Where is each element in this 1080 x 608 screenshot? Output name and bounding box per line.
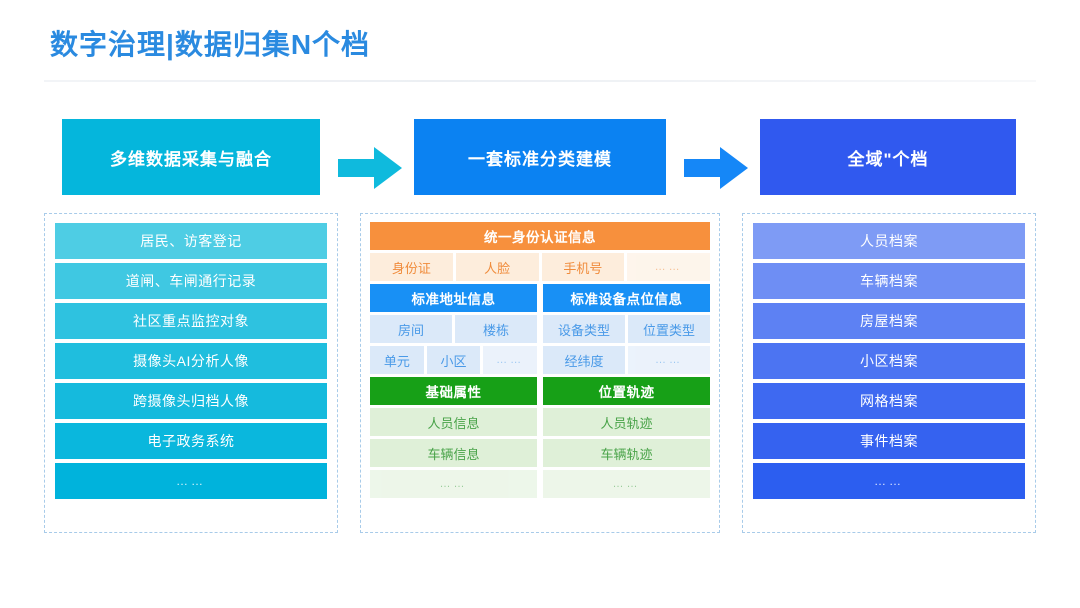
flow-header-label-1: 多维数据采集与融合 [110,149,272,169]
left-panel: 居民、访客登记道闸、车闸通行记录社区重点监控对象摄像头AI分析人像跨摄像头归档人… [44,213,338,533]
middle-panel: 统一身份认证信息身份证人脸手机号……标准地址信息房间楼栋单元小区……标准设备点位… [360,213,720,533]
middle-section-1-cell-1-4[interactable]: …… [627,253,710,281]
right-panel-items: 人员档案车辆档案房屋档案小区档案网格档案事件档案 …… [753,223,1025,499]
title-bar: 数字治理|数据归集N个档 [0,0,1080,82]
flow-header-box-3[interactable]: 全域"个档 [760,119,1016,195]
right-item-label: 事件档案 [860,433,918,449]
left-item-4[interactable]: 摄像头AI分析人像 [55,343,327,379]
flow-header-row: 多维数据采集与融合 一套标准分类建模 全域"个档 [0,119,1080,197]
middle-section-3-left-row: 人员信息 [370,408,537,436]
middle-section-2-left-cell-2-3[interactable]: …… [483,346,538,374]
right-item-label: 车辆档案 [860,273,918,289]
middle-section-3-right-cell-1-1[interactable]: 人员轨迹 [543,408,710,436]
middle-section-3-left: 基础属性人员信息车辆信息 …… [370,377,537,498]
middle-section-1-cell-1-3[interactable]: 手机号 [541,253,625,281]
left-item-label: 社区重点监控对象 [133,313,249,329]
flow-header-label-3: 全域"个档 [847,149,929,169]
middle-section-1: 统一身份认证信息身份证人脸手机号…… [370,222,710,281]
middle-section-2-left-row: 房间楼栋 [370,315,537,343]
right-item-label: 网格档案 [860,393,918,409]
right-item-label: 房屋档案 [860,313,918,329]
middle-section-2-right-cell-2-2[interactable]: …… [628,346,710,374]
right-item-1[interactable]: 人员档案 [753,223,1025,259]
middle-section-3-left-row: 车辆信息 [370,439,537,467]
left-item-2[interactable]: 道闸、车闸通行记录 [55,263,327,299]
middle-section-2-left-header-label: 标准地址信息 [411,292,496,307]
right-item-label: 小区档案 [860,353,918,369]
middle-section-2-right-cell-1-1[interactable]: 设备类型 [543,315,625,343]
middle-section-1-header[interactable]: 统一身份认证信息 [370,222,710,250]
middle-section-2-pair: 标准地址信息房间楼栋单元小区……标准设备点位信息设备类型位置类型经纬度…… [370,284,710,374]
page-title: 数字治理|数据归集N个档 [50,29,371,60]
middle-section-3-left-cell-2-1[interactable]: 车辆信息 [370,439,537,467]
flow-header-box-1[interactable]: 多维数据采集与融合 [62,119,320,195]
middle-panel-sections: 统一身份认证信息身份证人脸手机号……标准地址信息房间楼栋单元小区……标准设备点位… [370,222,710,498]
left-item-label: 电子政务系统 [147,433,235,449]
right-item-3[interactable]: 房屋档案 [753,303,1025,339]
right-item-5[interactable]: 网格档案 [753,383,1025,419]
middle-section-2-right: 标准设备点位信息设备类型位置类型经纬度…… [543,284,710,374]
middle-section-3-left-header[interactable]: 基础属性 [370,377,537,405]
middle-section-2-right-header-label: 标准设备点位信息 [570,292,683,307]
middle-section-1-row: 身份证人脸手机号…… [370,253,710,281]
middle-section-2-left-row: 单元小区…… [370,346,538,374]
middle-section-2-right-row: 设备类型位置类型 [543,315,710,343]
left-item-label: 跨摄像头归档人像 [133,393,249,409]
right-panel: 人员档案车辆档案房屋档案小区档案网格档案事件档案 …… [742,213,1036,533]
middle-section-2-right-row: 经纬度…… [543,346,710,374]
middle-section-1-cell-1-1[interactable]: 身份证 [370,253,453,281]
flow-header-box-2[interactable]: 一套标准分类建模 [414,119,666,195]
left-item-5[interactable]: 跨摄像头归档人像 [55,383,327,419]
right-item-7[interactable]: …… [753,463,1025,499]
right-item-6[interactable]: 事件档案 [753,423,1025,459]
middle-section-3-right-row: …… [543,470,710,498]
left-item-label: 居民、访客登记 [140,233,242,249]
middle-section-3-right-header-label: 位置轨迹 [598,385,655,400]
arrow-right-icon-1 [338,147,402,189]
middle-section-2-left-cell-1-1[interactable]: 房间 [370,315,452,343]
middle-section-3-right-row: 车辆轨迹 [543,439,710,467]
middle-section-3-left-header-label: 基础属性 [425,385,482,400]
right-item-2[interactable]: 车辆档案 [753,263,1025,299]
middle-section-3: 基础属性人员信息车辆信息……位置轨迹人员轨迹车辆轨迹…… [370,377,710,498]
left-item-6[interactable]: 电子政务系统 [55,423,327,459]
middle-section-2-left-cell-2-2[interactable]: 小区 [426,346,481,374]
middle-section-2-left-cell-2-1[interactable]: 单元 [370,346,424,374]
middle-section-1-header-label: 统一身份认证信息 [484,230,596,245]
middle-section-3-left-cell-1-1[interactable]: 人员信息 [370,408,537,436]
middle-section-3-right-cell-3-1[interactable]: …… [543,470,710,498]
middle-section-2: 标准地址信息房间楼栋单元小区……标准设备点位信息设备类型位置类型经纬度…… [370,284,710,374]
middle-section-3-right-header[interactable]: 位置轨迹 [543,377,710,405]
flow-header-label-2: 一套标准分类建模 [468,149,612,169]
middle-section-3-left-row: …… [370,470,537,498]
middle-section-2-right-cell-2-1[interactable]: 经纬度 [543,346,625,374]
left-item-label: 摄像头AI分析人像 [133,353,249,369]
left-item-label: …… [176,474,206,488]
left-item-1[interactable]: 居民、访客登记 [55,223,327,259]
left-item-label: 道闸、车闸通行记录 [125,273,257,289]
left-item-7[interactable]: …… [55,463,327,499]
right-item-label: …… [874,474,904,488]
right-item-label: 人员档案 [860,233,918,249]
title-divider [44,80,1036,82]
middle-section-3-right-cell-2-1[interactable]: 车辆轨迹 [543,439,710,467]
middle-section-3-right-row: 人员轨迹 [543,408,710,436]
middle-section-3-pair: 基础属性人员信息车辆信息……位置轨迹人员轨迹车辆轨迹…… [370,377,710,498]
middle-section-1-cell-1-2[interactable]: 人脸 [455,253,539,281]
middle-section-2-left-cell-1-2[interactable]: 楼栋 [455,315,537,343]
left-panel-items: 居民、访客登记道闸、车闸通行记录社区重点监控对象摄像头AI分析人像跨摄像头归档人… [55,223,327,499]
middle-section-2-right-cell-1-2[interactable]: 位置类型 [628,315,710,343]
right-item-4[interactable]: 小区档案 [753,343,1025,379]
middle-section-3-left-cell-3-1[interactable]: …… [370,470,537,498]
middle-section-2-right-header[interactable]: 标准设备点位信息 [543,284,710,312]
middle-section-2-left: 标准地址信息房间楼栋单元小区…… [370,284,538,374]
left-item-3[interactable]: 社区重点监控对象 [55,303,327,339]
arrow-right-icon-2 [684,147,748,189]
middle-section-3-right: 位置轨迹人员轨迹车辆轨迹 …… [543,377,710,498]
middle-section-2-left-header[interactable]: 标准地址信息 [370,284,537,312]
